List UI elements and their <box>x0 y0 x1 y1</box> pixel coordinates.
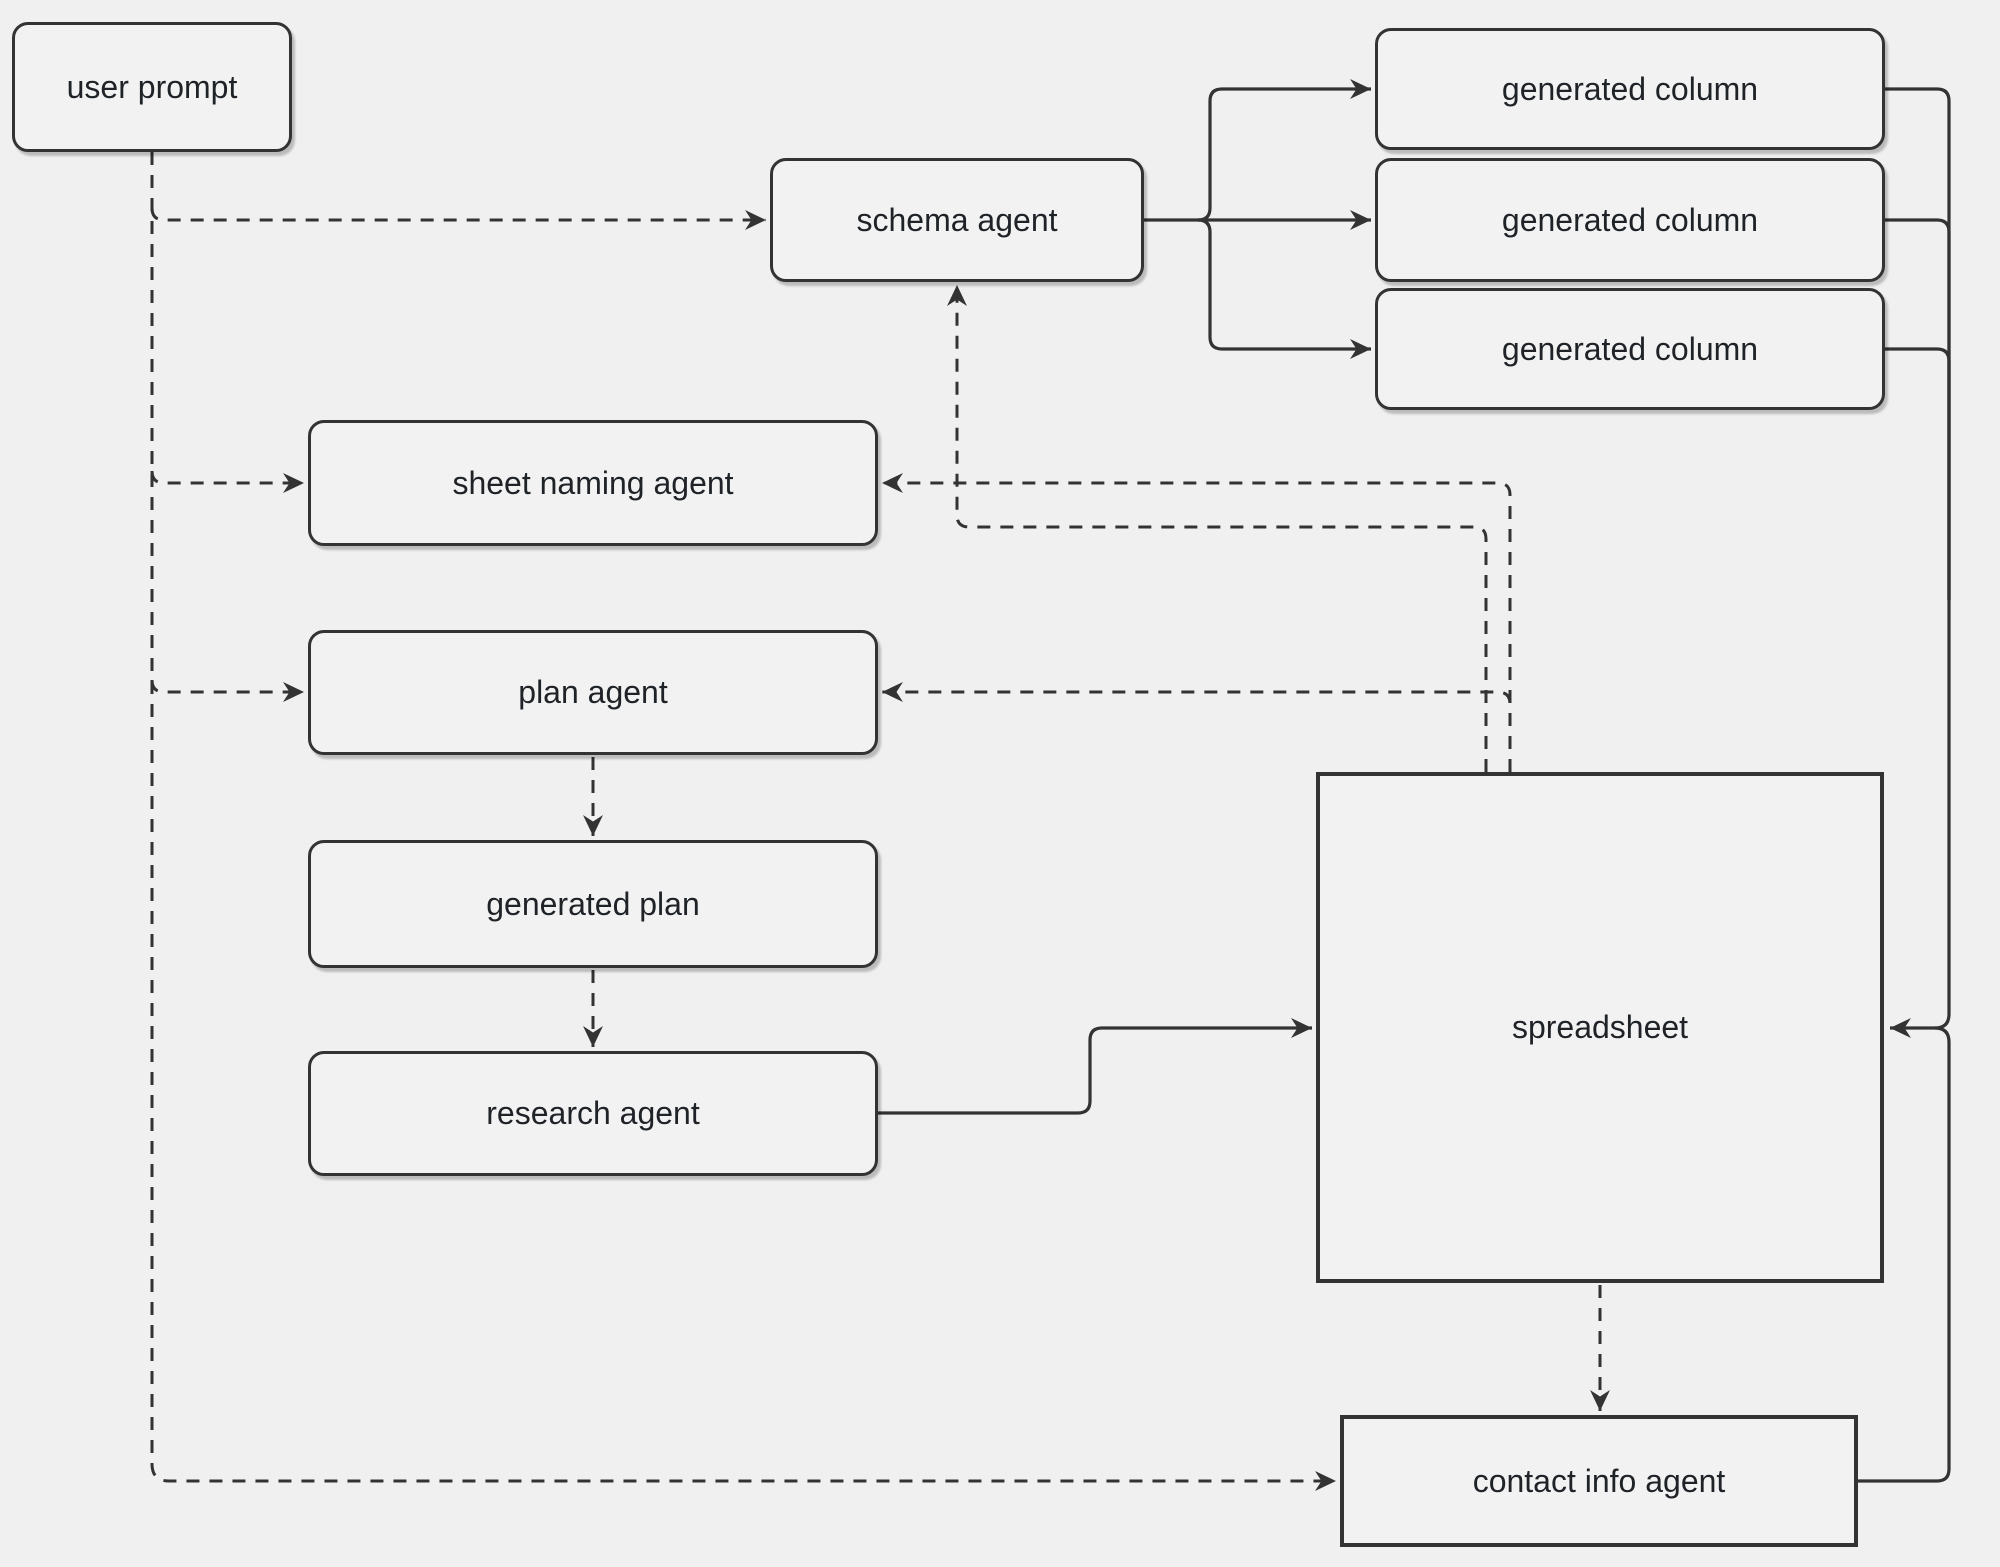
node-schema-agent-label: schema agent <box>856 201 1058 238</box>
node-generated-column-1: generated column <box>1375 28 1885 150</box>
node-generated-column-2: generated column <box>1375 158 1885 282</box>
edge-user-prompt-to-plan-agent <box>150 679 304 702</box>
edge-user-prompt-to-schema-agent <box>150 207 766 230</box>
edge-spreadsheet-to-schema-agent <box>947 285 1488 772</box>
node-sheet-naming-agent-label: sheet naming agent <box>452 464 734 501</box>
node-contact-info-agent-label: contact info agent <box>1472 1462 1726 1499</box>
node-plan-agent-label: plan agent <box>518 674 668 711</box>
node-generated-column-3-label: generated column <box>1501 330 1759 367</box>
edge-schema-agent-to-generated-column-1 <box>1197 79 1371 222</box>
edge-user-prompt-to-contact-info-agent <box>150 152 1336 1491</box>
edge-schema-agent-to-generated-column-3 <box>1197 218 1371 359</box>
node-user-prompt-label: user prompt <box>66 68 238 105</box>
node-generated-column-2-label: generated column <box>1501 201 1759 238</box>
edge-spreadsheet-to-plan-agent <box>882 682 1512 772</box>
node-generated-plan-label: generated plan <box>486 885 700 922</box>
edge-generated-column-3-to-spreadsheet <box>1885 347 1951 600</box>
edge-generated-column-2-to-spreadsheet <box>1885 218 1951 600</box>
node-generated-column-1-label: generated column <box>1501 70 1759 107</box>
node-schema-agent: schema agent <box>770 158 1144 282</box>
edge-research-agent-to-spreadsheet <box>878 1018 1312 1115</box>
node-plan-agent: plan agent <box>308 630 878 755</box>
node-sheet-naming-agent: sheet naming agent <box>308 420 878 546</box>
node-contact-info-agent: contact info agent <box>1340 1415 1858 1547</box>
node-spreadsheet-label: spreadsheet <box>1511 1009 1689 1046</box>
node-generated-column-3: generated column <box>1375 288 1885 410</box>
node-research-agent: research agent <box>308 1051 878 1176</box>
edge-user-prompt-to-sheet-naming-agent <box>150 470 304 493</box>
node-user-prompt: user prompt <box>12 22 292 152</box>
node-research-agent-label: research agent <box>486 1095 700 1132</box>
node-spreadsheet: spreadsheet <box>1316 772 1884 1283</box>
edge-contact-info-agent-to-spreadsheet <box>1858 1026 1951 1483</box>
edge-spreadsheet-to-sheet-naming-agent <box>882 473 1512 772</box>
edge-generated-column-1-to-spreadsheet <box>1885 87 1951 1038</box>
node-generated-plan: generated plan <box>308 840 878 968</box>
